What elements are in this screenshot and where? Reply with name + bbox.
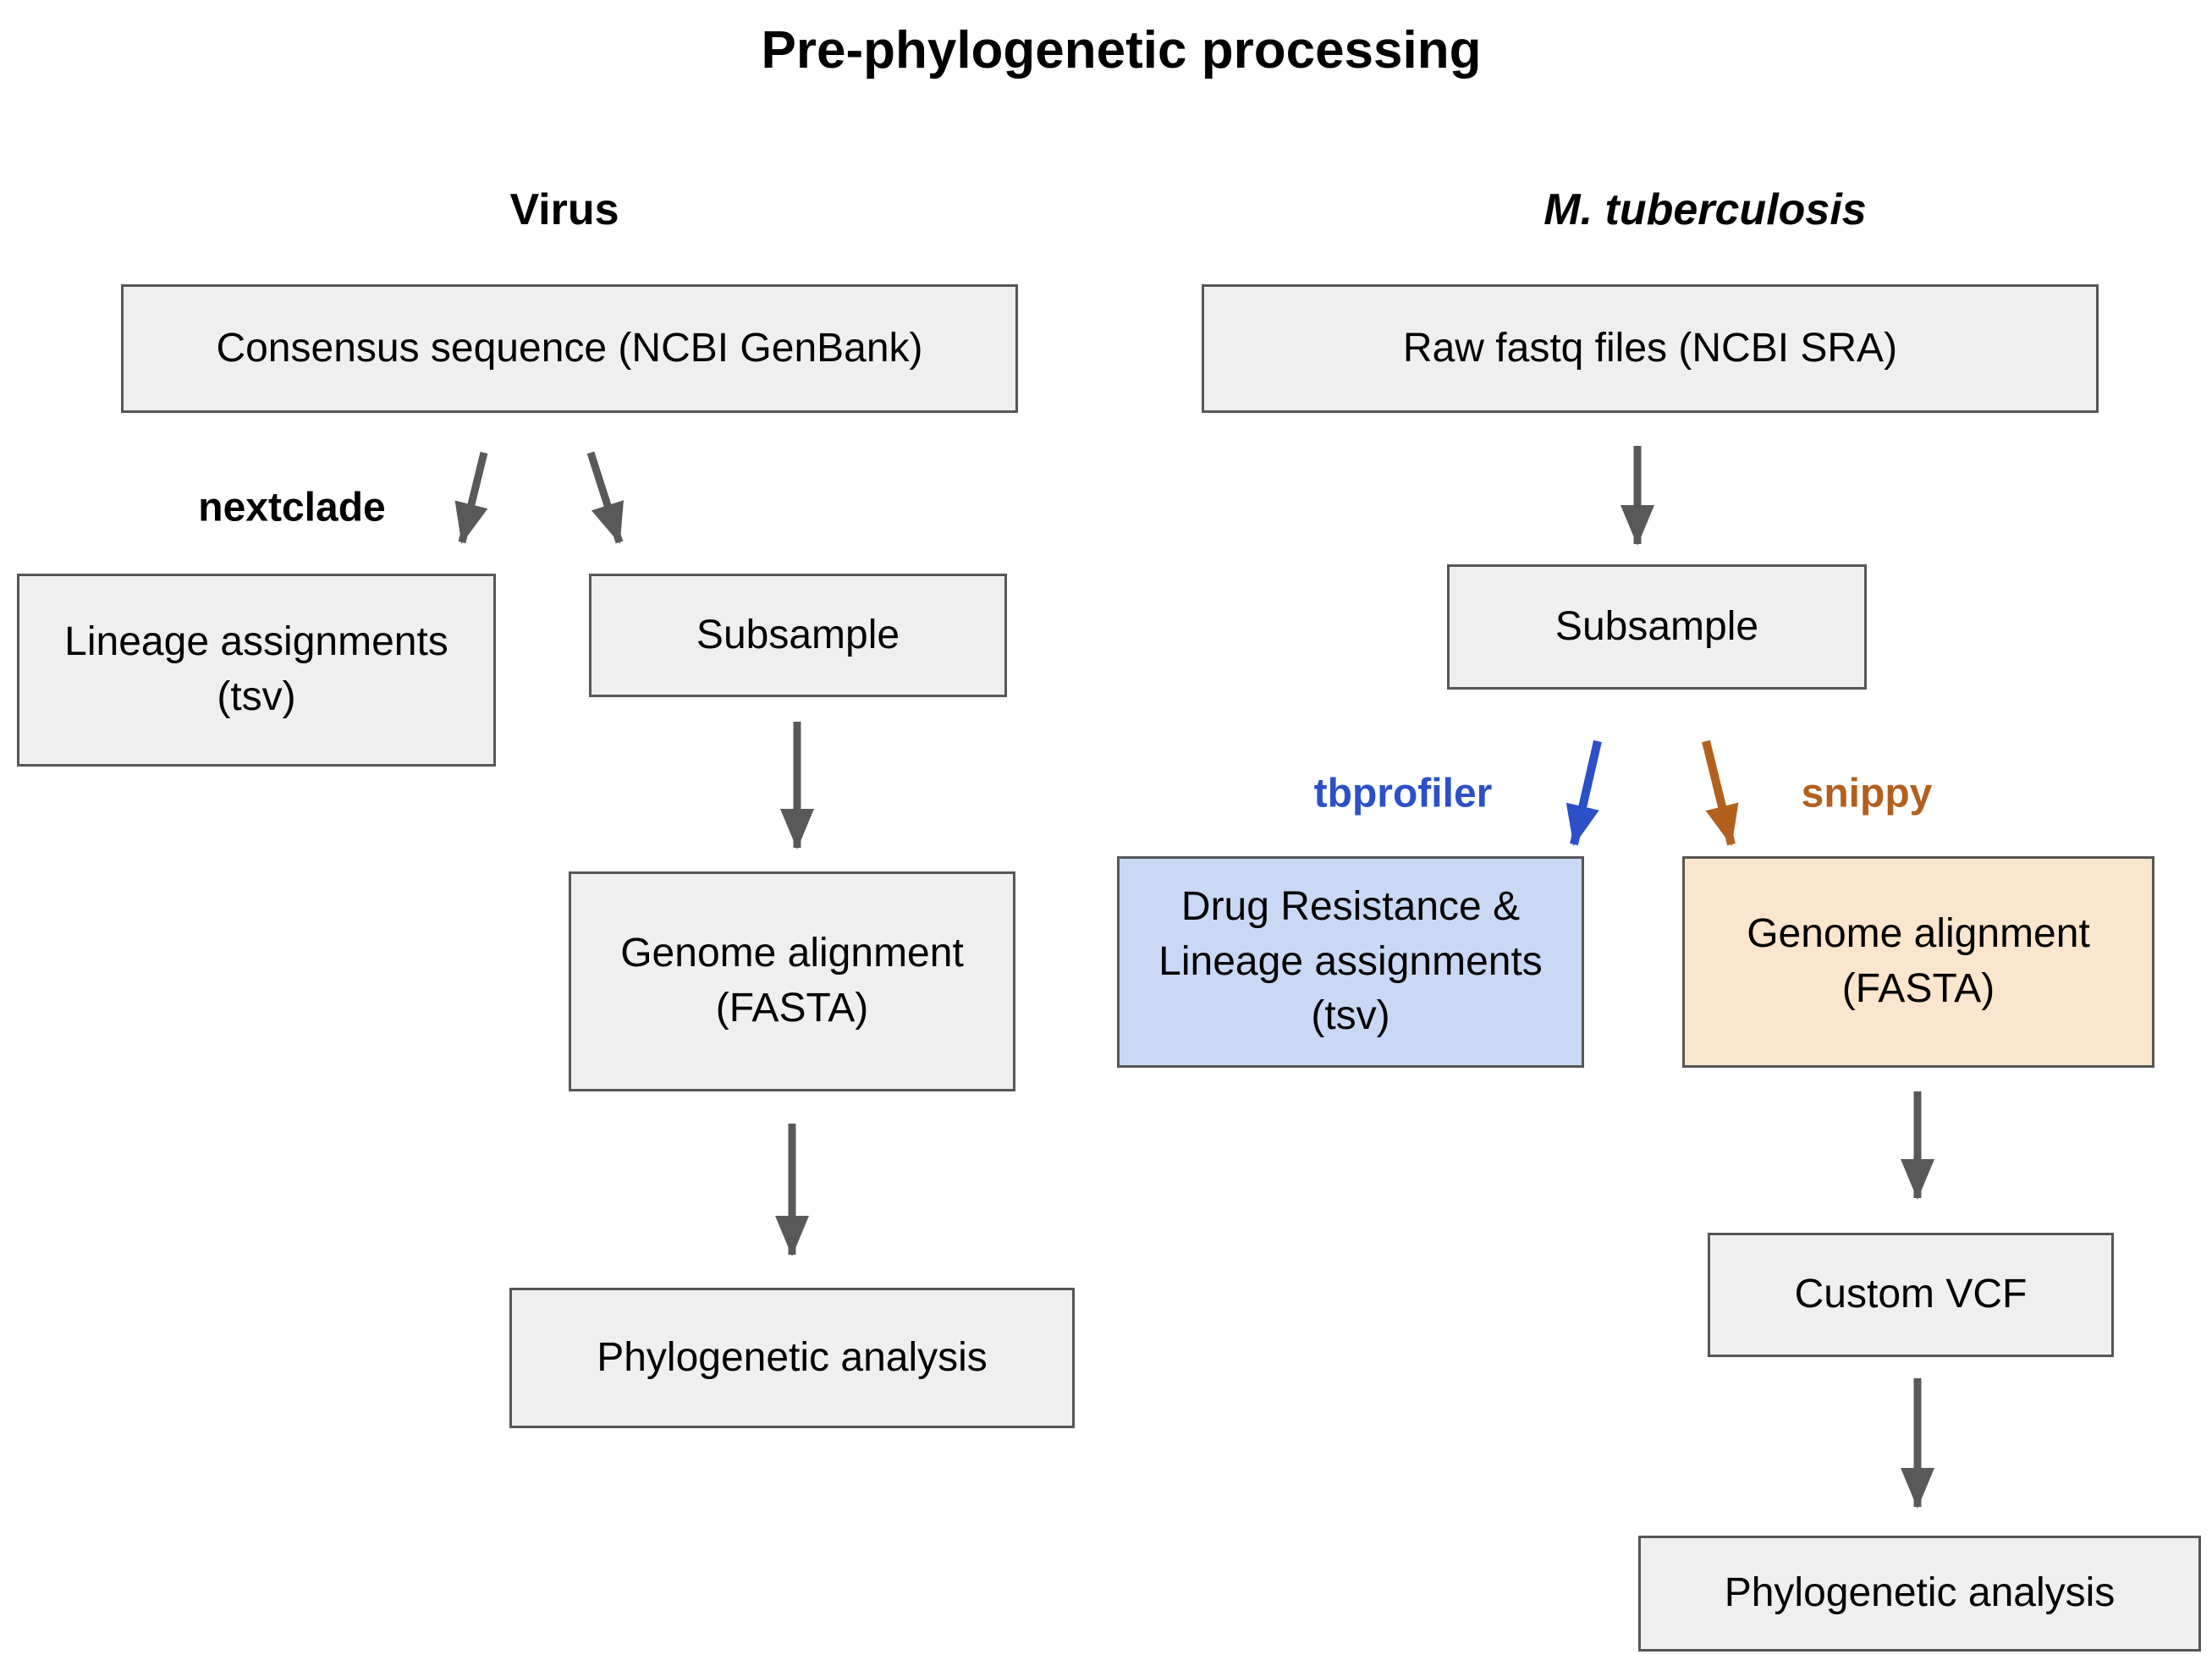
node-label: Lineage assignments (tsv) — [64, 619, 448, 719]
node-label: Subsample — [1554, 603, 1759, 649]
node-label: Raw fastq files (NCBI SRA) — [1402, 325, 1898, 371]
node-subsample-virus: Subsample — [589, 574, 1007, 697]
node-lineage-assignments: Lineage assignments (tsv) — [17, 574, 496, 767]
node-custom-vcf: Custom VCF — [1708, 1233, 2114, 1357]
node-consensus-sequence: Consensus sequence (NCBI GenBank) — [121, 284, 1018, 413]
node-label: Phylogenetic analysis — [597, 1334, 988, 1380]
node-label: Subsample — [696, 612, 900, 657]
page-title: Pre-phylogenetic processing — [761, 21, 1482, 80]
tool-label-nextclade: nextclade — [198, 485, 386, 530]
node-raw-fastq-files: Raw fastq files (NCBI SRA) — [1202, 284, 2099, 413]
arrow-consensus-to-lineage — [454, 451, 488, 544]
arrow-tbprofiler — [1565, 739, 1602, 846]
node-phylogenetic-analysis-virus: Phylogenetic analysis — [509, 1288, 1075, 1428]
node-label: Drug Resistance & Lineage assignments (t… — [1158, 883, 1543, 1039]
node-label: Genome alignment (FASTA) — [620, 931, 964, 1031]
column-header-m-tuberculosis: M. tuberculosis — [1543, 185, 1867, 234]
node-label: Consensus sequence (NCBI GenBank) — [216, 325, 923, 371]
tool-label-snippy: snippy — [1801, 771, 1933, 816]
node-label: Genome alignment (FASTA) — [1747, 911, 2090, 1011]
node-label: Custom VCF — [1794, 1272, 2028, 1317]
arrow-consensus-to-subsample — [586, 451, 624, 544]
node-genome-alignment-mtb: Genome alignment (FASTA) — [1682, 856, 2154, 1068]
node-genome-alignment-virus: Genome alignment (FASTA) — [569, 871, 1015, 1091]
node-drug-resistance-lineage: Drug Resistance & Lineage assignments (t… — [1117, 856, 1584, 1068]
node-label: Phylogenetic analysis — [1724, 1570, 2116, 1616]
tool-label-tbprofiler: tbprofiler — [1313, 771, 1493, 816]
node-phylogenetic-analysis-mtb: Phylogenetic analysis — [1638, 1536, 2201, 1652]
node-subsample-mtb: Subsample — [1447, 564, 1867, 690]
arrow-snippy — [1702, 739, 1739, 846]
column-header-virus: Virus — [509, 185, 619, 234]
